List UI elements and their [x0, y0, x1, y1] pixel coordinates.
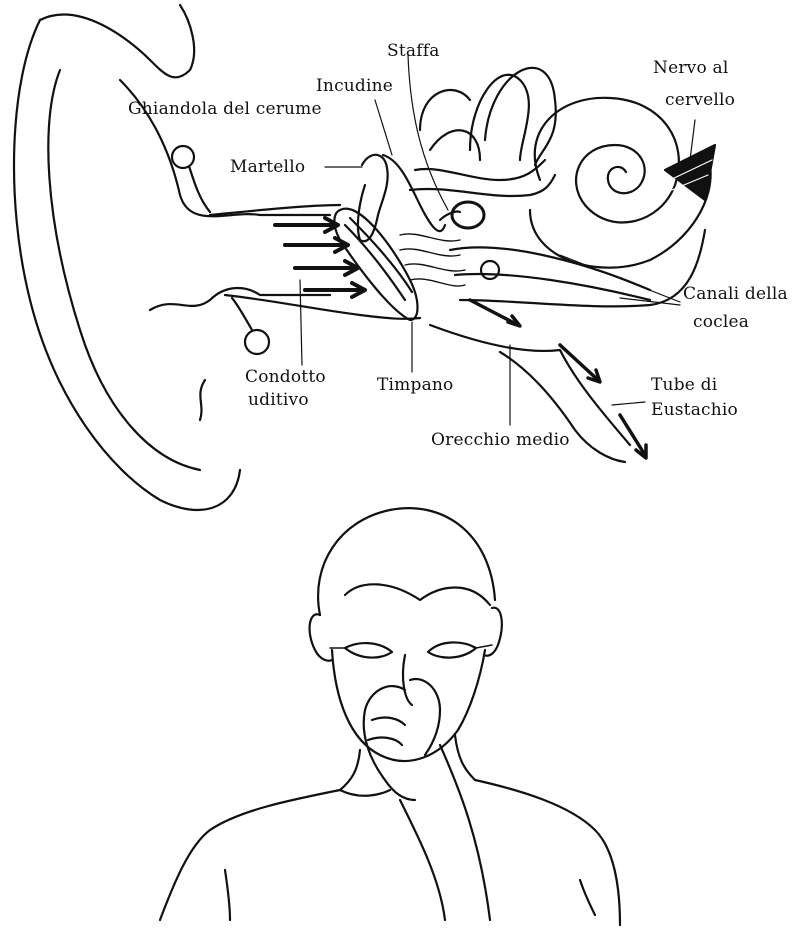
hand	[364, 686, 415, 800]
face-outline	[332, 650, 485, 761]
label-condotto-line1: Condotto	[245, 367, 326, 388]
label-orecchio-medio: Orecchio medio	[431, 430, 570, 451]
label-staffa: Staffa	[387, 41, 440, 62]
label-tube-line2: Eustachio	[651, 400, 738, 421]
right-eye	[428, 642, 476, 657]
label-timpano: Timpano	[377, 375, 454, 396]
shirt-right	[475, 780, 620, 925]
neck	[340, 750, 360, 790]
label-tube-line1: Tube di	[651, 375, 717, 396]
label-nervo-line1: Nervo al	[653, 58, 728, 79]
collar	[340, 790, 390, 796]
label-martello: Martello	[230, 157, 305, 178]
forearm	[400, 800, 445, 920]
label-canali-line2: coclea	[693, 312, 749, 333]
label-incudine: Incudine	[316, 76, 393, 97]
left-eye	[345, 643, 392, 658]
label-condotto-line2: uditivo	[248, 390, 309, 411]
right-ear	[484, 608, 502, 656]
head-hair	[318, 508, 495, 615]
shirt-left	[160, 790, 340, 920]
label-nervo-line2: cervello	[665, 90, 735, 111]
left-ear	[310, 614, 332, 660]
label-ghiandola-del-cerume: Ghiandola del cerume	[128, 99, 322, 120]
label-canali-line1: Canali della	[683, 284, 788, 305]
